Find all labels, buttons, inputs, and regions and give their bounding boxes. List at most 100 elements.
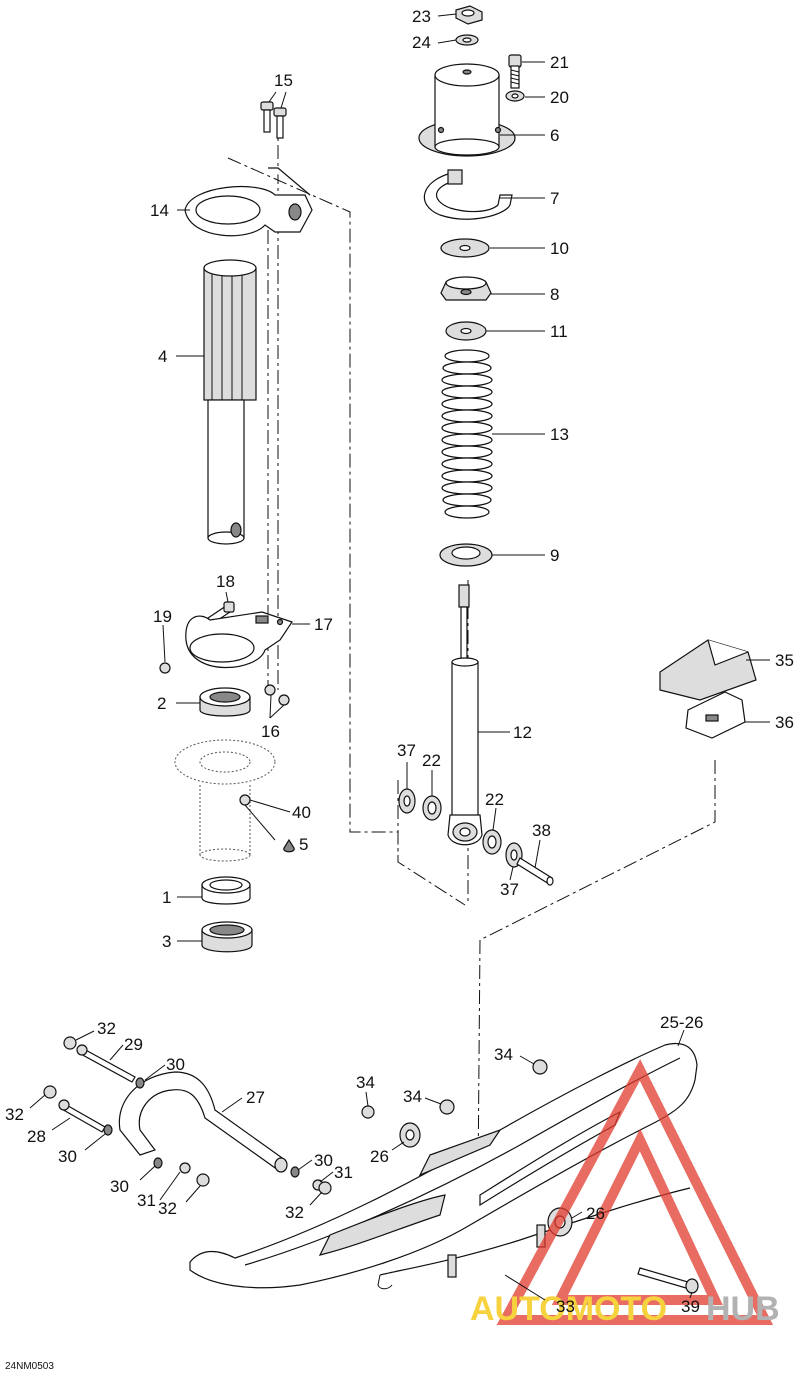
nut-part-31-a	[179, 1162, 191, 1174]
nut-part-23	[455, 5, 483, 25]
callout-32-a: 32	[97, 1019, 116, 1038]
bolt-part-21	[508, 54, 522, 89]
callout-18: 18	[216, 572, 235, 591]
bushing-part-22-right	[482, 829, 502, 855]
callout-36: 36	[775, 713, 794, 732]
callout-35: 35	[775, 651, 794, 670]
callout-10: 10	[550, 239, 569, 258]
callout-7: 7	[550, 189, 559, 208]
bracket-part-14	[184, 167, 313, 237]
spring-seat-part-8	[440, 276, 492, 301]
nut-part-19	[159, 662, 171, 674]
callout-2: 2	[157, 694, 166, 713]
washer-part-37-left	[398, 788, 416, 814]
pin-part-38	[516, 857, 554, 886]
nuts-part-16	[264, 684, 290, 706]
callout-13: 13	[550, 425, 569, 444]
bolts-part-15	[260, 101, 287, 139]
callout-6: 6	[550, 126, 559, 145]
callout-labels: 23 24 21 20 6 7 10 8 11 13 9 12 15 14 4 …	[5, 7, 794, 1316]
callout-22-right: 22	[485, 790, 504, 809]
washer-part-37-right	[505, 842, 523, 868]
callout-32-d: 32	[285, 1203, 304, 1222]
skid-plate-part-35	[659, 639, 757, 701]
washer-part-10	[440, 238, 490, 258]
watermark-text-part2: HUB	[706, 1290, 780, 1328]
callout-21: 21	[550, 53, 569, 72]
callout-12: 12	[513, 723, 532, 742]
callout-9: 9	[550, 546, 559, 565]
callout-29: 29	[124, 1035, 143, 1054]
shock-absorber-part-12	[447, 584, 483, 846]
callout-32-c: 32	[158, 1199, 177, 1218]
nut-part-32-a	[63, 1036, 77, 1050]
top-mount-part-6	[418, 63, 516, 157]
callout-27: 27	[246, 1088, 265, 1107]
bearing-part-1	[201, 876, 251, 905]
ski-assembly	[189, 1043, 699, 1294]
callout-30-c: 30	[110, 1177, 129, 1196]
nut-part-32-b	[43, 1085, 57, 1099]
grease-drop-icon	[283, 838, 295, 853]
callout-31-a: 31	[137, 1191, 156, 1210]
callout-4: 4	[158, 347, 167, 366]
callout-26-a: 26	[370, 1147, 389, 1166]
callout-31-b: 31	[334, 1163, 353, 1182]
callout-5: 5	[299, 835, 308, 854]
callout-30-a: 30	[166, 1055, 185, 1074]
washer-part-30-c	[153, 1157, 163, 1169]
callout-24: 24	[412, 33, 431, 52]
callout-17: 17	[314, 615, 333, 634]
bushing-part-22-left	[422, 795, 442, 821]
callout-26-b: 26	[586, 1204, 605, 1223]
watermark-text-part1: AUTOMOTO	[470, 1290, 667, 1328]
nut-part-34-a	[361, 1105, 375, 1119]
bearing-part-2	[199, 687, 251, 717]
nut-part-34-c	[532, 1059, 548, 1075]
washer-part-30-d	[290, 1166, 300, 1178]
bushing-part-26-a	[399, 1122, 421, 1148]
callout-16: 16	[261, 722, 280, 741]
callout-30-d: 30	[314, 1151, 333, 1170]
callout-37-top: 37	[397, 741, 416, 760]
callout-3: 3	[162, 932, 171, 951]
shaft-part-4	[203, 259, 257, 545]
callout-8: 8	[550, 285, 559, 304]
callout-25-26: 25-26	[660, 1013, 703, 1032]
bolt-part-39	[637, 1267, 699, 1294]
callout-22-top: 22	[422, 751, 441, 770]
handle-assembly	[43, 1036, 332, 1195]
callout-34-b: 34	[403, 1087, 422, 1106]
bushing-part-3	[201, 921, 253, 953]
washer-part-24	[455, 34, 479, 46]
clip-part-7	[423, 169, 513, 220]
washer-part-30-b	[103, 1124, 113, 1136]
watermark-logo: AUTOMOTO HUB	[470, 1059, 780, 1328]
callout-11: 11	[550, 322, 568, 341]
callout-20: 20	[550, 88, 569, 107]
washer-part-9	[439, 543, 493, 567]
bolt-part-29	[76, 1044, 136, 1083]
runner-part-33	[377, 1187, 691, 1290]
bolt-part-28	[58, 1099, 106, 1133]
shock-assembly	[398, 5, 554, 886]
nut-part-32-d	[318, 1181, 332, 1195]
steering-column-assembly	[159, 101, 313, 953]
leader-lines	[29, 13, 770, 1301]
callout-38: 38	[532, 821, 551, 840]
diagram-code: 24NM0503	[5, 1361, 54, 1372]
callout-34-c: 34	[494, 1045, 513, 1064]
callout-30-b: 30	[58, 1147, 77, 1166]
callout-23: 23	[412, 7, 431, 26]
callout-19: 19	[153, 607, 172, 626]
callout-15: 15	[274, 71, 293, 90]
handle-part-27	[118, 1071, 288, 1173]
clamp-part-17	[185, 611, 293, 669]
washer-part-30-a	[135, 1077, 145, 1089]
washer-part-11	[445, 321, 487, 341]
nut-part-32-c	[196, 1173, 210, 1187]
spring-part-13	[441, 349, 493, 519]
callout-40: 40	[292, 803, 311, 822]
callout-14: 14	[150, 201, 169, 220]
